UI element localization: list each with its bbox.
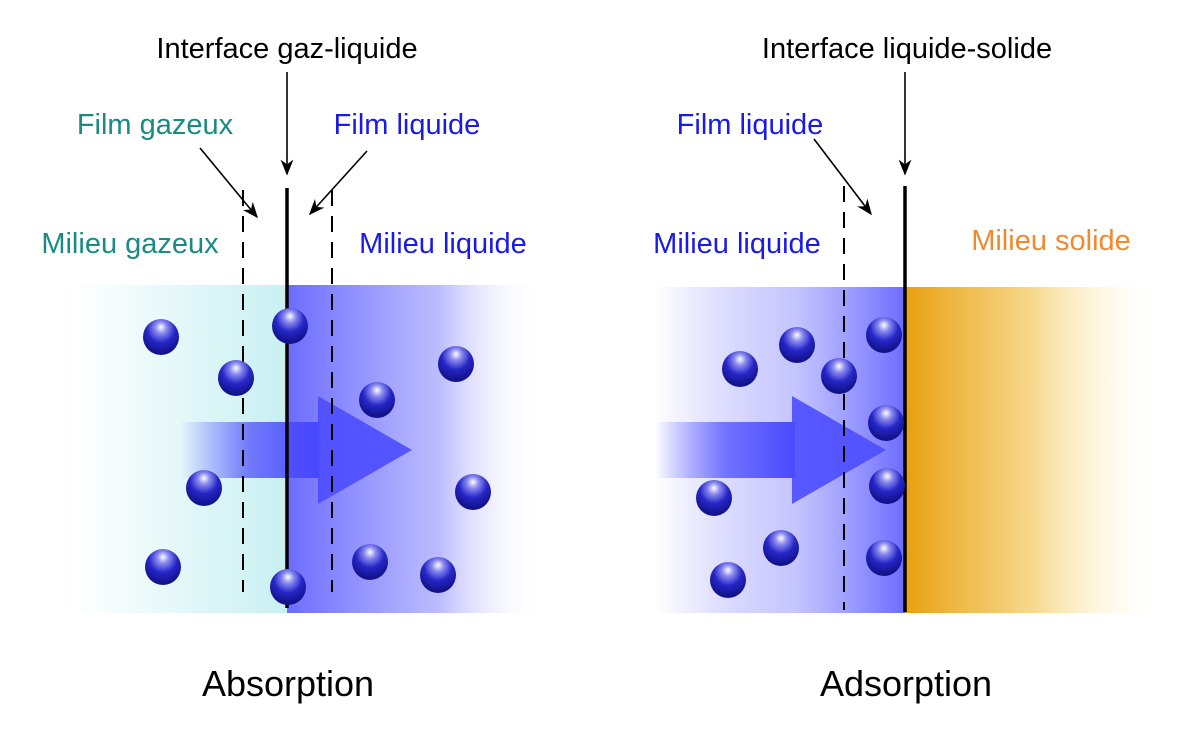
sphere-icon: [779, 327, 815, 363]
liquid-film-pointer-arrow: [813, 138, 872, 216]
flow-arrow-icon: [180, 396, 412, 504]
liquid-film-label: Film liquide: [334, 109, 481, 141]
adsorption-panel: Interface liquide-solide Film liquide Mi…: [653, 33, 1153, 704]
sphere-icon: [359, 382, 395, 418]
sphere-icon: [722, 351, 758, 387]
liquid-medium-label: Milieu liquide: [653, 228, 821, 260]
liquid-film-pointer-arrow: [308, 150, 368, 216]
gas-film-label: Film gazeux: [77, 109, 234, 141]
sphere-icon: [866, 317, 902, 353]
absorption-panel: Interface gaz-liquide Film gazeux Film l…: [41, 33, 540, 704]
sphere-icon: [455, 474, 491, 510]
molecules-absorption: [143, 308, 491, 605]
sphere-icon: [438, 346, 474, 382]
sphere-icon: [420, 557, 456, 593]
sphere-icon: [866, 540, 902, 576]
sphere-icon: [145, 549, 181, 585]
molecules-adsorption: [696, 317, 905, 598]
sphere-icon: [186, 470, 222, 506]
gas-liquid-interface-label: Interface gaz-liquide: [156, 33, 417, 65]
sphere-icon: [869, 468, 905, 504]
liquid-solid-interface-label: Interface liquide-solide: [762, 33, 1052, 65]
sphere-icon: [763, 530, 799, 566]
liquid-medium-label: Milieu liquide: [359, 228, 527, 260]
gas-medium-label: Milieu gazeux: [41, 228, 219, 260]
solid-medium-label: Milieu solide: [971, 225, 1131, 257]
sphere-icon: [868, 405, 904, 441]
adsorption-title: Adsorption: [820, 663, 992, 704]
sphere-icon: [218, 360, 254, 396]
absorption-title: Absorption: [202, 663, 374, 704]
sphere-icon: [143, 319, 179, 355]
sphere-icon: [352, 544, 388, 580]
sphere-icon: [272, 308, 308, 344]
solid-medium-region: [905, 287, 1153, 613]
sphere-icon: [821, 358, 857, 394]
sphere-icon: [696, 480, 732, 516]
sphere-icon: [710, 562, 746, 598]
sphere-icon: [270, 569, 306, 605]
flow-arrow-icon: [655, 396, 886, 504]
liquid-film-label: Film liquide: [677, 109, 824, 141]
gas-film-pointer-arrow: [199, 147, 259, 219]
